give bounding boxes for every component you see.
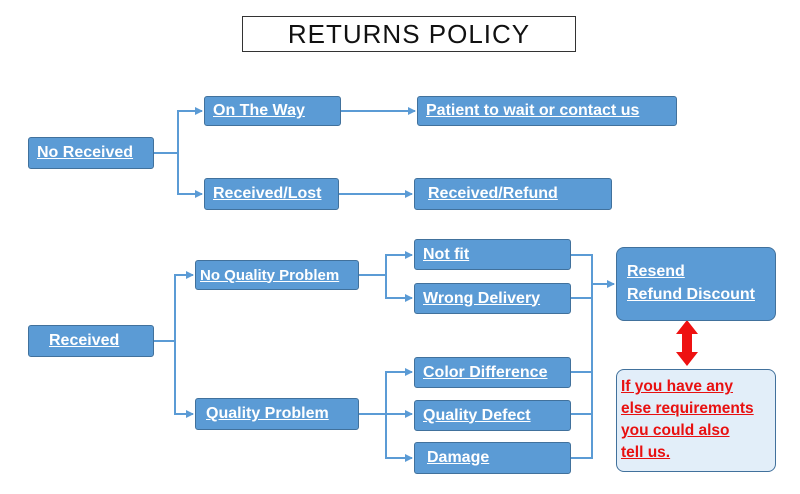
double-arrow-icon: [676, 320, 698, 366]
node-received: Received: [28, 325, 154, 357]
node-no-quality-problem: No Quality Problem: [195, 260, 359, 290]
node-received-lost: Received/Lost: [204, 178, 339, 210]
node-quality-problem: Quality Problem: [195, 398, 359, 430]
node-not-fit: Not fit: [414, 239, 571, 270]
node-quality-defect: Quality Defect: [414, 400, 571, 431]
page-title: RETURNS POLICY: [242, 16, 576, 52]
refund-discount-line: Refund Discount: [627, 286, 755, 303]
note-line-4: tell us.: [621, 444, 671, 461]
note-line-1: If you have any: [621, 378, 733, 395]
node-resend-refund: Resend Refund Discount: [616, 247, 776, 321]
node-no-received: No Received: [28, 137, 154, 169]
note-line-3: you could also: [621, 422, 730, 439]
node-wrong-delivery: Wrong Delivery: [414, 283, 571, 314]
resend-line: Resend: [627, 263, 685, 280]
node-patient-wait: Patient to wait or contact us: [417, 96, 677, 126]
node-color-difference: Color Difference: [414, 357, 571, 388]
node-received-refund: Received/Refund: [414, 178, 612, 210]
note-line-2: else requirements: [621, 400, 754, 417]
note-box: If you have any else requirements you co…: [616, 369, 776, 472]
node-on-the-way: On The Way: [204, 96, 341, 126]
node-damage: Damage: [414, 442, 571, 474]
